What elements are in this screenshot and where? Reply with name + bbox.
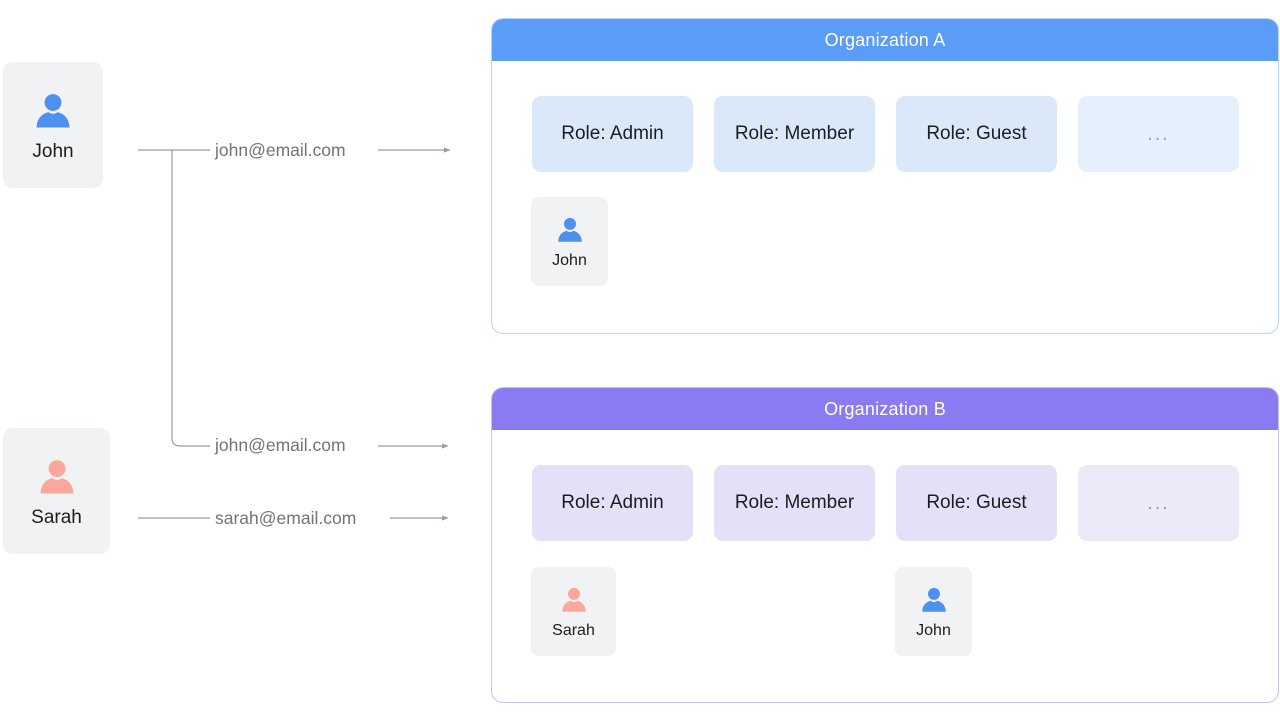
user-name-label: John [32, 140, 74, 162]
member-name-label: Sarah [552, 621, 595, 639]
org-b-role-row: Role: Admin Role: Member Role: Guest ... [532, 465, 1239, 541]
org-a-body: Role: Admin Role: Member Role: Guest ... [492, 61, 1278, 333]
user-avatar-blue-icon [919, 585, 949, 615]
role-card-more[interactable]: ... [1078, 465, 1239, 541]
user-avatar-blue-icon [555, 215, 585, 245]
role-card-admin[interactable]: Role: Admin [532, 465, 693, 541]
connector-lines [138, 147, 451, 521]
role-card-member[interactable]: Role: Member [714, 96, 875, 172]
user-name-label: Sarah [31, 506, 82, 528]
role-card-member[interactable]: Role: Member [714, 465, 875, 541]
member-name-label: John [916, 621, 951, 639]
organization-panel-a: Organization A Role: Admin Role: Member … [491, 18, 1279, 334]
role-card-guest[interactable]: Role: Guest [896, 96, 1057, 172]
role-card-guest[interactable]: Role: Guest [896, 465, 1057, 541]
org-a-title: Organization A [492, 19, 1278, 61]
user-card-sarah[interactable]: Sarah [3, 428, 110, 554]
org-a-role-row: Role: Admin Role: Member Role: Guest ... [532, 96, 1239, 172]
connector-label-john-org-b: john@email.com [215, 435, 346, 455]
org-b-member-john[interactable]: John [895, 567, 972, 656]
org-a-member-john[interactable]: John [531, 197, 608, 286]
org-b-title: Organization B [492, 388, 1278, 430]
connector-label-john-org-a: john@email.com [215, 140, 346, 160]
org-b-member-sarah[interactable]: Sarah [531, 567, 616, 656]
user-avatar-blue-icon [32, 90, 74, 132]
user-card-john[interactable]: John [3, 62, 103, 188]
role-card-more[interactable]: ... [1078, 96, 1239, 172]
role-card-admin[interactable]: Role: Admin [532, 96, 693, 172]
connector-label-sarah-org-b: sarah@email.com [215, 508, 357, 528]
org-b-body: Role: Admin Role: Member Role: Guest ... [492, 430, 1278, 702]
organization-panel-b: Organization B Role: Admin Role: Member … [491, 387, 1279, 703]
member-name-label: John [552, 251, 587, 269]
user-avatar-pink-icon [36, 456, 78, 498]
user-avatar-pink-icon [559, 585, 589, 615]
